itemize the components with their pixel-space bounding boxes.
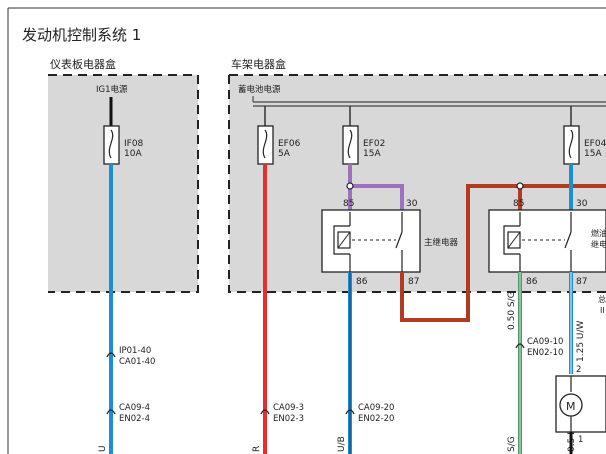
dash-fuse-box-bg — [48, 75, 198, 292]
fuse-ef04: EF04 15A — [563, 125, 606, 165]
connector-ip01-40-a: IP01-40 — [119, 346, 151, 356]
dash-fuse-box-border — [48, 74, 199, 293]
fuse-ef06-id: EF06 — [278, 139, 301, 149]
fuel-relay-pin-85: 85 — [513, 199, 524, 209]
motor-pin-1: 1 — [578, 435, 583, 445]
main-relay-pin-87: 87 — [408, 277, 419, 287]
main-relay-pin-85: 85 — [343, 199, 354, 209]
connector-ca09-4-a: CA09-4 — [119, 403, 150, 413]
connector-ca09-3: CA09-3 EN02-3 — [260, 403, 304, 424]
main-relay-pin-30: 30 — [406, 199, 418, 209]
connector-ca09-10-a: CA09-10 — [527, 337, 563, 347]
connector-ca09-10-b: EN02-10 — [527, 348, 563, 358]
motor-symbol: M — [566, 400, 576, 413]
junction-ef02 — [346, 182, 354, 190]
fuse-if08-id: IF08 — [124, 139, 144, 149]
connector-ca09-20: CA09-20 EN02-20 — [345, 403, 394, 424]
fuse-if08-rating: 10A — [124, 149, 142, 159]
fuse-ef06: EF06 5A — [257, 125, 301, 165]
fuel-relay-label-2: 继电 — [591, 239, 606, 249]
wire-ef02-purple-to-30 — [350, 184, 404, 212]
fuel-pump-motor: 2 1 M — [555, 365, 606, 445]
main-relay-label: 主继电器 — [424, 237, 459, 248]
fuse-ef02-rating: 15A — [363, 149, 381, 159]
connector-ip01-40: IP01-40 CA01-40 — [106, 346, 155, 367]
fuel-relay: 85 30 86 87 — [488, 199, 606, 287]
battery-label: 蓄电池电源 — [238, 84, 281, 95]
wire-label-ig1-bottom: U — [98, 445, 108, 452]
motor-pin-2: 2 — [576, 365, 581, 375]
main-relay-pin-86: 86 — [356, 277, 368, 287]
wire-label-fuel-87: 1.25 U/W — [576, 320, 586, 362]
connector-ca09-3-b: EN02-3 — [273, 414, 304, 424]
fuse-if08: IF08 10A — [103, 125, 144, 165]
ig1-label: IG1电源 — [96, 84, 128, 95]
fuse-ef06-rating: 5A — [278, 149, 291, 159]
fuel-relay-pin-30: 30 — [576, 199, 588, 209]
frame-fuse-box-label: 车架电器盒 — [231, 57, 286, 71]
main-relay: 85 30 86 87 — [321, 199, 421, 287]
connector-ca09-10: CA09-10 EN02-10 — [515, 337, 563, 358]
frame-fuse-box-border — [228, 74, 606, 293]
fuel-relay-pin-87: 87 — [576, 277, 587, 287]
side-mark-1: 总 — [598, 294, 606, 304]
connector-ip01-40-b: CA01-40 — [119, 357, 155, 367]
dash-fuse-box-label: 仪表板电器盒 — [50, 57, 116, 71]
connector-ca09-4: CA09-4 EN02-4 — [106, 403, 150, 424]
fuse-ef02-id: EF02 — [363, 139, 385, 149]
wire-label-fuel-86: 0.50 S/G — [507, 291, 517, 330]
fuel-relay-label-1: 燃油 — [591, 228, 606, 238]
fuse-ef02: EF02 15A — [342, 125, 385, 165]
connector-ca09-20-a: CA09-20 — [358, 403, 394, 413]
wire-label-ef06-bottom: R — [252, 446, 262, 452]
diagram-title: 发动机控制系统 1 — [22, 26, 141, 44]
fuel-relay-pin-86: 86 — [526, 277, 538, 287]
wire-label-ef02-bottom: U/B — [337, 436, 347, 452]
connector-ca09-20-b: EN02-20 — [358, 414, 394, 424]
wire-main-87-brown — [400, 184, 606, 322]
fuse-ef04-rating: 15A — [584, 149, 602, 159]
fuse-ef04-id: EF04 — [584, 139, 606, 149]
connector-ca09-4-b: EN02-4 — [119, 414, 150, 424]
wire-label-sg-bottom: S/G — [507, 436, 517, 452]
connector-ca09-3-a: CA09-3 — [273, 403, 304, 413]
side-mark-2: II — [600, 306, 605, 315]
junction-brown — [516, 182, 524, 190]
